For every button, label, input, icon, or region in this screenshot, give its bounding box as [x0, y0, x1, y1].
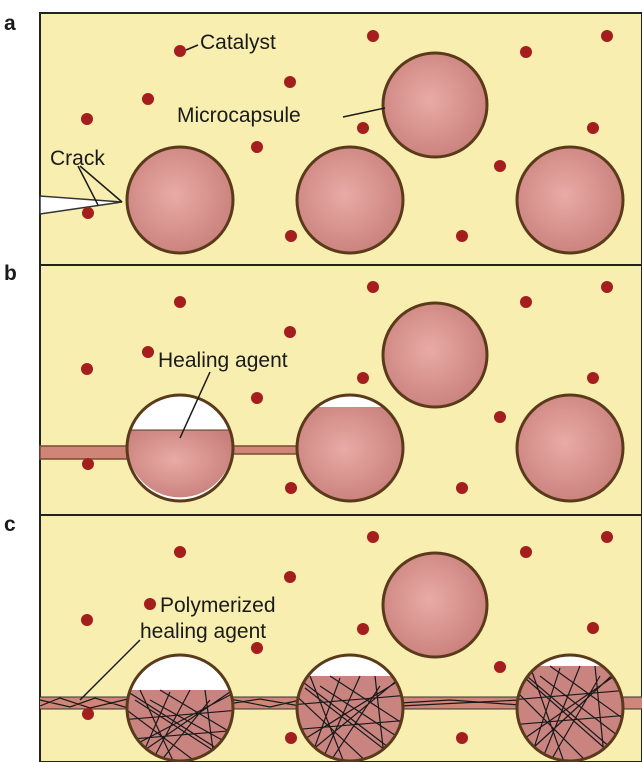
crack-label: Crack [50, 147, 105, 170]
filled-crack [228, 446, 300, 454]
catalyst-particle [82, 708, 94, 720]
panel-b-letter: b [4, 262, 17, 285]
catalyst-particle [367, 30, 379, 42]
catalyst-particle [520, 546, 532, 558]
catalyst-particle [82, 458, 94, 470]
catalyst-particle [81, 113, 93, 125]
catalyst-particle [284, 571, 296, 583]
catalyst-particle [285, 482, 297, 494]
catalyst-particle [601, 281, 613, 293]
microcapsule [383, 303, 487, 407]
catalyst-particle [520, 46, 532, 58]
catalyst-particle [456, 732, 468, 744]
healing-agent-label: Healing agent [158, 349, 288, 372]
catalyst-particle [81, 363, 93, 375]
catalyst-particle [284, 326, 296, 338]
catalyst-particle [285, 732, 297, 744]
microcapsule-label: Microcapsule [177, 104, 301, 127]
catalyst-particle [456, 230, 468, 242]
catalyst-particle [587, 622, 599, 634]
catalyst-particle [520, 296, 532, 308]
catalyst-label: Catalyst [200, 31, 276, 54]
catalyst-particle [251, 392, 263, 404]
catalyst-particle [367, 281, 379, 293]
catalyst-particle [142, 346, 154, 358]
catalyst-particle [494, 411, 506, 423]
catalyst-particle [494, 160, 506, 172]
catalyst-particle [82, 207, 94, 219]
panel-b: b [4, 262, 642, 515]
panel-c: c [4, 513, 642, 762]
polymerized-label-line2: healing agent [140, 620, 266, 643]
microcapsule [127, 147, 233, 253]
catalyst-particle [456, 482, 468, 494]
polymerized-label-line1: Polymerized [160, 594, 276, 617]
microcapsule [297, 147, 403, 253]
catalyst-particle [81, 614, 93, 626]
catalyst-particle [601, 30, 613, 42]
microcapsule [517, 395, 623, 501]
catalyst-particle [285, 230, 297, 242]
catalyst-particle [142, 93, 154, 105]
catalyst-particle [251, 141, 263, 153]
catalyst-particle [587, 372, 599, 384]
panel-a-letter: a [4, 12, 16, 35]
catalyst-particle [601, 531, 613, 543]
microcapsule [517, 147, 623, 253]
catalyst-particle [367, 531, 379, 543]
filled-crack [40, 446, 132, 459]
microcapsule [383, 553, 487, 657]
catalyst-particle [174, 546, 186, 558]
catalyst-particle [251, 642, 263, 654]
microcapsule [383, 53, 487, 157]
catalyst-particle [174, 45, 186, 57]
catalyst-particle [284, 76, 296, 88]
catalyst-particle [357, 372, 369, 384]
catalyst-particle [144, 598, 156, 610]
panel-c-letter: c [4, 513, 16, 536]
catalyst-particle [357, 623, 369, 635]
catalyst-particle [494, 661, 506, 673]
catalyst-particle [174, 296, 186, 308]
catalyst-particle [587, 122, 599, 134]
catalyst-particle [357, 122, 369, 134]
panel-a: a Catalyst Microcapsule [4, 12, 642, 265]
